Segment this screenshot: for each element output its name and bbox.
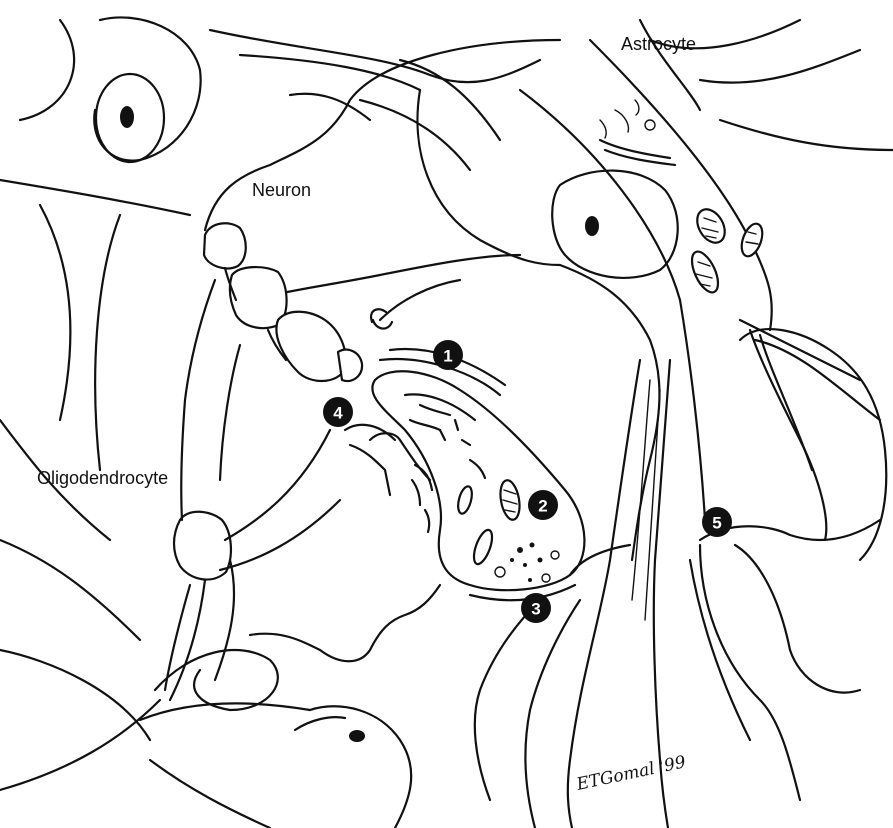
background-lines-left bbox=[0, 205, 160, 790]
marker-2: 2 bbox=[528, 490, 558, 520]
marker-3-text: 3 bbox=[531, 600, 540, 619]
astrocyte-nucleolus bbox=[585, 216, 599, 236]
astrocyte-organelles bbox=[600, 100, 766, 296]
label-oligodendrocyte: Oligodendrocyte bbox=[37, 468, 168, 488]
marker-2-text: 2 bbox=[538, 497, 547, 516]
marker-4-text: 4 bbox=[333, 404, 343, 423]
marker-3: 3 bbox=[521, 593, 551, 623]
marker-1: 1 bbox=[433, 340, 463, 370]
artist-signature: ETGomal '99 bbox=[574, 752, 688, 795]
presynaptic-bouton bbox=[372, 371, 584, 590]
marker-5: 5 bbox=[702, 507, 732, 537]
marker-1-text: 1 bbox=[443, 347, 452, 366]
cell-nucleus-lower bbox=[349, 730, 365, 742]
neuron-body bbox=[205, 40, 560, 300]
myelinated-axon bbox=[204, 223, 362, 381]
label-neuron: Neuron bbox=[252, 180, 311, 200]
postsynaptic-dendrite bbox=[150, 545, 630, 828]
label-astrocyte: Astrocyte bbox=[621, 34, 696, 54]
marker-4: 4 bbox=[323, 397, 353, 427]
background-cell-upper-left bbox=[0, 17, 201, 215]
marker-5-text: 5 bbox=[712, 514, 721, 533]
astrocyte-nucleus bbox=[552, 171, 678, 278]
cell-nucleus-upper-left bbox=[120, 106, 134, 128]
astrocyte-endfoot-right bbox=[700, 329, 886, 800]
